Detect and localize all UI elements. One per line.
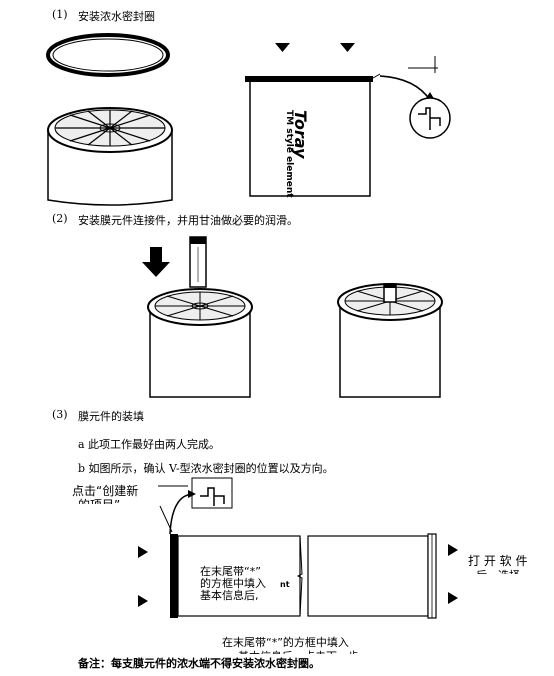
step3-title: 膜元件的装填 <box>78 410 144 423</box>
fill-box-line-1: 在末尾带“*” <box>200 565 261 578</box>
fill-box-line-3: 基本信息后, <box>200 589 259 602</box>
bottom-caption-cut: 基本信息后，点击下一步 <box>238 648 359 654</box>
step3-item-b: b 如图所示，确认 V-型浓水密封圈的位置以及方向。 <box>78 462 334 475</box>
footnote: 备注：每支膜元件的浓水端不得安装浓水密封圈。 <box>78 657 320 670</box>
element-loading-illustration <box>138 477 458 619</box>
fill-box-line-2: 的方框中填入 <box>200 577 266 590</box>
step1-title: 安装浓水密封圈 <box>78 10 155 23</box>
step2-number: (2) <box>52 212 68 225</box>
element-style-label: TM style element <box>284 110 294 198</box>
step3-item-a: a 此项工作最好由两人完成。 <box>78 438 221 451</box>
bottom-caption: 在末尾带“*”的方框中填入 <box>222 636 349 649</box>
open-software-label-cut: 后，选择 <box>476 567 520 574</box>
brine-seal-ring-illustration <box>46 33 173 206</box>
toray-element-illustration <box>245 43 451 197</box>
click-create-label-cut: 的项目” <box>78 496 120 504</box>
nt-fragment: nt <box>280 580 290 589</box>
step3-number: (3) <box>52 408 68 421</box>
connector-install-illustration <box>142 236 443 398</box>
click-create-label: 点击“创建新 <box>72 484 139 498</box>
step2-title: 安装膜元件连接件，并用甘油做必要的润滑。 <box>78 214 298 227</box>
open-software-label: 打 开 软 件 <box>468 554 528 568</box>
step1-number: (1) <box>52 8 68 21</box>
fill-box-text: 在末尾带“*” 的方框中填入 基本信息后, <box>200 566 266 602</box>
